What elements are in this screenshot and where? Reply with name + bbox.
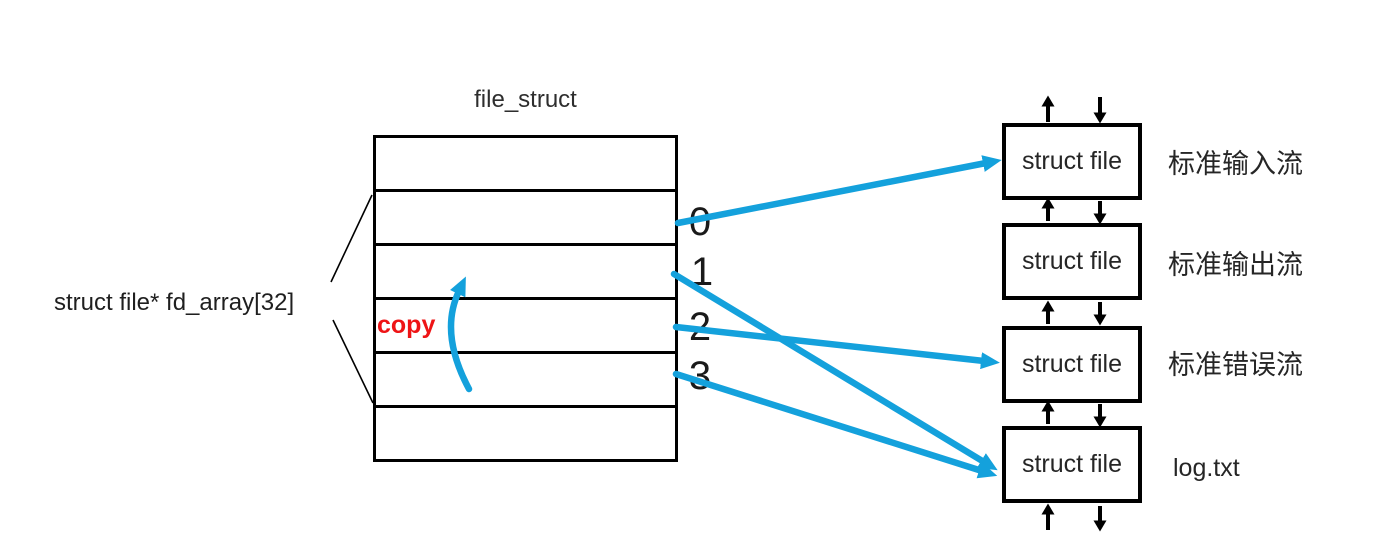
- copy-label: copy: [377, 311, 436, 339]
- bracket-line-bottom: [332, 319, 374, 404]
- struct-file-box-stdin: struct file: [1002, 123, 1142, 200]
- bracket-lines: [330, 194, 374, 404]
- stream-label-stdout: 标准输出流: [1168, 250, 1303, 280]
- fd-table-row: [376, 192, 675, 246]
- struct-file-box-label: struct file: [1021, 247, 1123, 275]
- stream-label-logtxt: log.txt: [1173, 454, 1240, 482]
- fd-number-3: 3: [688, 354, 712, 398]
- fd-table-row: [376, 246, 675, 300]
- struct-file-box-label: struct file: [1021, 350, 1123, 378]
- fd1-arrow-icon: [670, 270, 998, 471]
- bracket-line-top: [330, 194, 373, 283]
- fd-number-2: 2: [688, 305, 712, 349]
- fd-table-row: [376, 408, 675, 459]
- stream-label-stderr: 标准错误流: [1168, 350, 1303, 380]
- stream-label-stdin: 标准输入流: [1168, 149, 1303, 179]
- fd-array-declaration-label: struct file* fd_array[32]: [54, 289, 295, 316]
- fd0-arrow-icon: [674, 155, 1002, 227]
- fd3-arrow-icon: [672, 370, 998, 479]
- table-title: file_struct: [474, 86, 577, 113]
- fd2-arrow-icon: [672, 323, 1000, 370]
- struct-file-box-logtxt: struct file: [1002, 426, 1142, 503]
- fd-number-0: 0: [688, 200, 712, 244]
- struct-file-box-label: struct file: [1021, 450, 1123, 478]
- fd-table-row: [376, 300, 675, 354]
- struct-file-box-label: struct file: [1021, 147, 1123, 175]
- struct-file-box-stdout: struct file: [1002, 223, 1142, 300]
- fd-table-row: [376, 138, 675, 192]
- struct-file-box-stderr: struct file: [1002, 326, 1142, 403]
- fd-number-1: 1: [690, 250, 714, 294]
- fd-array-table: [373, 135, 678, 462]
- fd-table-row: [376, 354, 675, 408]
